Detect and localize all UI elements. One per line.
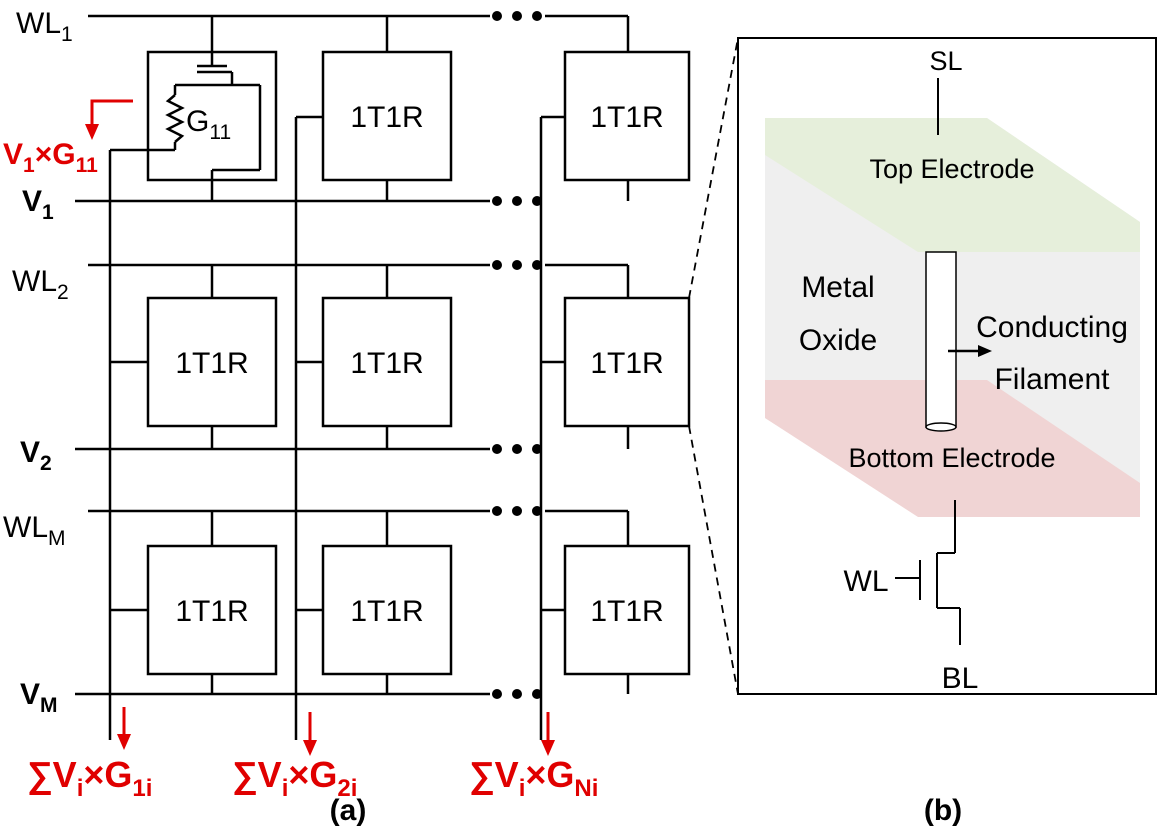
source-line-label-2: V2 xyxy=(20,436,52,475)
transistor-word-line-label: WL xyxy=(844,565,889,598)
source-line-label-1: V1 xyxy=(22,185,54,224)
cell-label: 1T1R xyxy=(350,595,423,628)
cell-label: 1T1R xyxy=(175,595,248,628)
column-output-2: ∑Vi×G2i xyxy=(232,754,357,802)
caption-b: (b) xyxy=(924,794,962,827)
source-line-label: SL xyxy=(929,46,962,76)
caption-a: (a) xyxy=(330,794,367,827)
word-line-label-2: WL2 xyxy=(12,265,69,304)
column-output-1: ∑Vi×G1i xyxy=(27,754,152,802)
cell-label: 1T1R xyxy=(590,101,663,134)
cell-label: 1T1R xyxy=(590,347,663,380)
cell-label: 1T1R xyxy=(590,595,663,628)
oxide-label: Oxide xyxy=(799,324,877,357)
word-line-label-1: WL1 xyxy=(16,7,73,46)
cell-label: 1T1R xyxy=(350,347,423,380)
input-product-label: V1×G11 xyxy=(3,138,98,177)
cell-label: 1T1R xyxy=(350,101,423,134)
conductance-label: G11 xyxy=(186,105,231,144)
top-electrode-label: Top Electrode xyxy=(869,154,1034,184)
source-line-label-m: VM xyxy=(20,678,58,717)
conducting-label: Conducting xyxy=(976,311,1128,344)
cell-label: 1T1R xyxy=(175,347,248,380)
ellipsis-dots xyxy=(492,11,542,699)
word-line-label-m: WLM xyxy=(3,511,66,550)
rram-cross-section xyxy=(737,37,1157,695)
filament-label: Filament xyxy=(994,363,1110,396)
column-output-n: ∑Vi×GNi xyxy=(469,754,598,802)
bottom-electrode-label: Bottom Electrode xyxy=(848,443,1055,473)
metal-label: Metal xyxy=(801,271,874,304)
bit-line-label: BL xyxy=(942,662,979,695)
